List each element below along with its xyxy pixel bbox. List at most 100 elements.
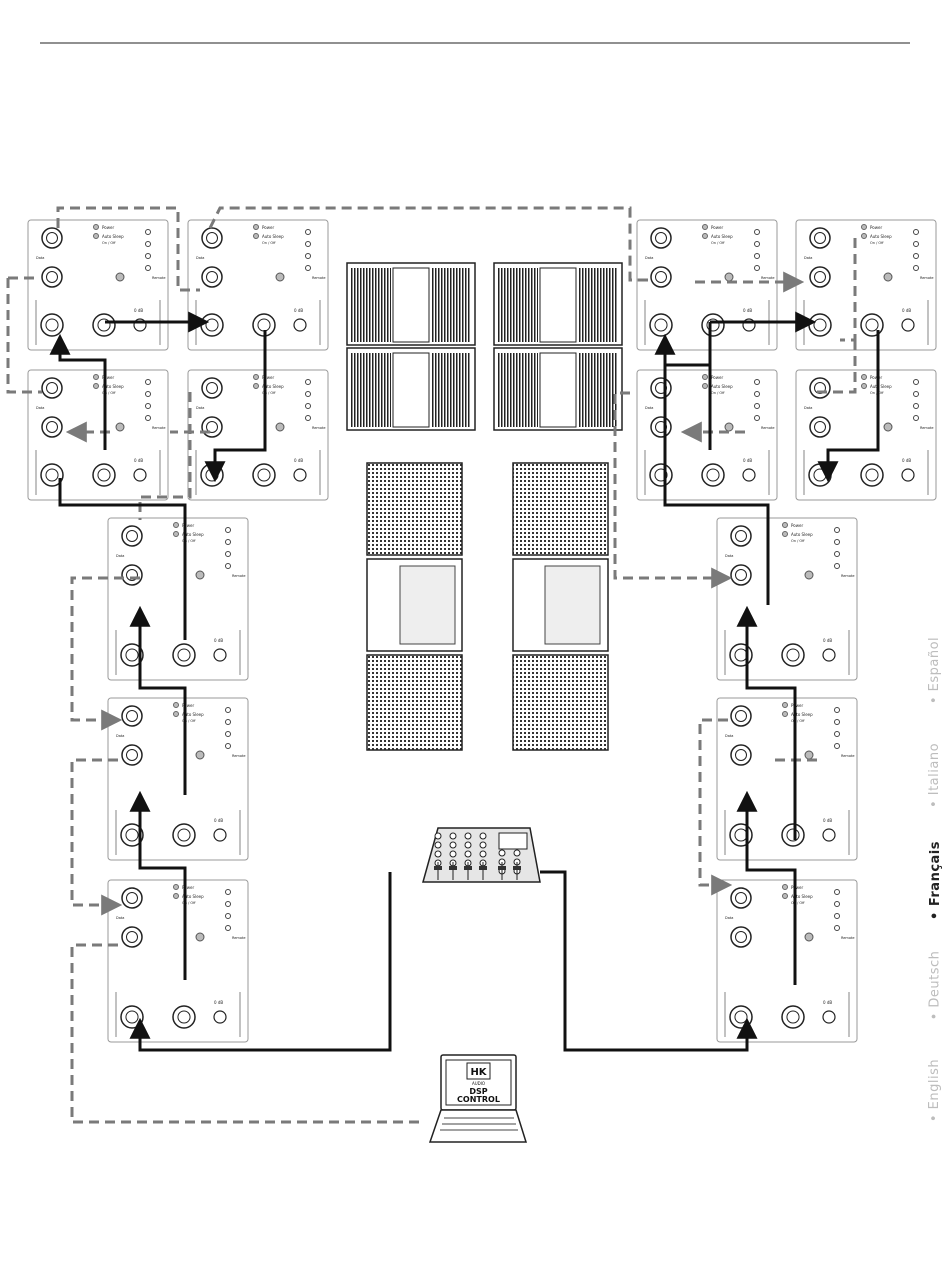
on-off-label: On / Off: [102, 241, 116, 245]
remote-indicator: [115, 272, 125, 282]
sleep-led: [93, 233, 99, 239]
on-off-label: On / Off: [182, 719, 196, 723]
on-off-label: On / Off: [791, 901, 805, 905]
mode-led: [225, 719, 231, 725]
gain-knob[interactable]: [213, 828, 227, 842]
on-off-label: On / Off: [262, 241, 276, 245]
remote-label: Remote: [841, 574, 855, 578]
mode-led: [225, 563, 231, 569]
gain-label: 0 dB: [214, 638, 223, 643]
language-label: • Deutsch: [927, 950, 943, 1020]
language-nav: • English • Deutsch • Français • Italiano • …: [920, 620, 950, 1140]
auto-sleep-label: Auto Sleep: [870, 384, 892, 389]
mode-led: [145, 229, 151, 235]
data-network-lines: [6, 206, 857, 1124]
gain-label: 0 dB: [823, 638, 832, 643]
mode-led: [754, 391, 760, 397]
language-label: • Italiano: [927, 742, 943, 808]
language-tab-1[interactable]: • Deutsch: [920, 935, 950, 1035]
mode-led: [754, 415, 760, 421]
on-off-label: On / Off: [262, 391, 276, 395]
power-label: Power: [791, 885, 803, 890]
remote-label: Remote: [152, 276, 166, 280]
power-led: [173, 522, 179, 528]
laptop-line1: DSP: [469, 1087, 487, 1096]
gain-knob[interactable]: [133, 468, 147, 482]
mode-led: [305, 253, 311, 259]
gain-label: 0 dB: [294, 458, 303, 463]
language-tab-0[interactable]: • English: [920, 1040, 950, 1140]
gain-knob[interactable]: [901, 468, 915, 482]
mode-led: [834, 913, 840, 919]
gain-knob[interactable]: [822, 828, 836, 842]
gain-knob[interactable]: [822, 1010, 836, 1024]
mode-led: [305, 265, 311, 271]
gain-label: 0 dB: [214, 1000, 223, 1005]
sleep-led: [173, 531, 179, 537]
power-label: Power: [791, 523, 803, 528]
mode-led: [145, 265, 151, 271]
mode-led: [225, 707, 231, 713]
sleep-led: [173, 893, 179, 899]
on-off-label: On / Off: [870, 241, 884, 245]
audio-signal-lines: [49, 311, 880, 1052]
gain-label: 0 dB: [823, 818, 832, 823]
language-tab-3[interactable]: • Italiano: [920, 725, 950, 825]
gain-label: 0 dB: [134, 458, 143, 463]
power-label: Power: [102, 375, 114, 380]
remote-label: Remote: [841, 754, 855, 758]
laptop-line2: CONTROL: [457, 1095, 500, 1104]
mode-led: [834, 563, 840, 569]
power-label: Power: [182, 523, 194, 528]
gain-label: 0 dB: [902, 458, 911, 463]
gain-knob[interactable]: [213, 1010, 227, 1024]
mode-led: [225, 913, 231, 919]
gain-label: 0 dB: [902, 308, 911, 313]
gain-knob[interactable]: [293, 318, 307, 332]
sleep-led: [782, 893, 788, 899]
gain-knob[interactable]: [213, 648, 227, 662]
remote-indicator: [275, 272, 285, 282]
gain-knob[interactable]: [742, 468, 756, 482]
gain-label: 0 dB: [743, 458, 752, 463]
language-tab-4[interactable]: • Español: [920, 620, 950, 720]
data-label: Data: [36, 256, 44, 260]
mode-led: [225, 539, 231, 545]
power-label: Power: [711, 375, 723, 380]
remote-indicator: [883, 272, 893, 282]
power-led: [782, 702, 788, 708]
mode-led: [913, 229, 919, 235]
on-off-label: On / Off: [182, 539, 196, 543]
mode-led: [834, 731, 840, 737]
sleep-led: [93, 383, 99, 389]
gain-knob[interactable]: [901, 318, 915, 332]
auto-sleep-label: Auto Sleep: [182, 532, 204, 537]
power-label: Power: [791, 703, 803, 708]
remote-indicator: [195, 570, 205, 580]
on-off-label: On / Off: [791, 719, 805, 723]
mode-led: [305, 241, 311, 247]
on-off-label: On / Off: [182, 901, 196, 905]
mode-led: [145, 415, 151, 421]
mode-led: [225, 901, 231, 907]
mode-led: [225, 889, 231, 895]
on-off-label: On / Off: [791, 539, 805, 543]
language-tab-2[interactable]: • Français: [920, 830, 950, 930]
power-label: Power: [870, 225, 882, 230]
remote-indicator: [724, 422, 734, 432]
gain-knob[interactable]: [822, 648, 836, 662]
remote-label: Remote: [152, 426, 166, 430]
auto-sleep-label: Auto Sleep: [262, 234, 284, 239]
sleep-led: [253, 233, 259, 239]
gain-label: 0 dB: [214, 818, 223, 823]
mode-led: [225, 731, 231, 737]
remote-indicator: [883, 422, 893, 432]
remote-label: Remote: [761, 426, 775, 430]
gain-knob[interactable]: [293, 468, 307, 482]
remote-label: Remote: [920, 426, 934, 430]
mode-led: [913, 391, 919, 397]
